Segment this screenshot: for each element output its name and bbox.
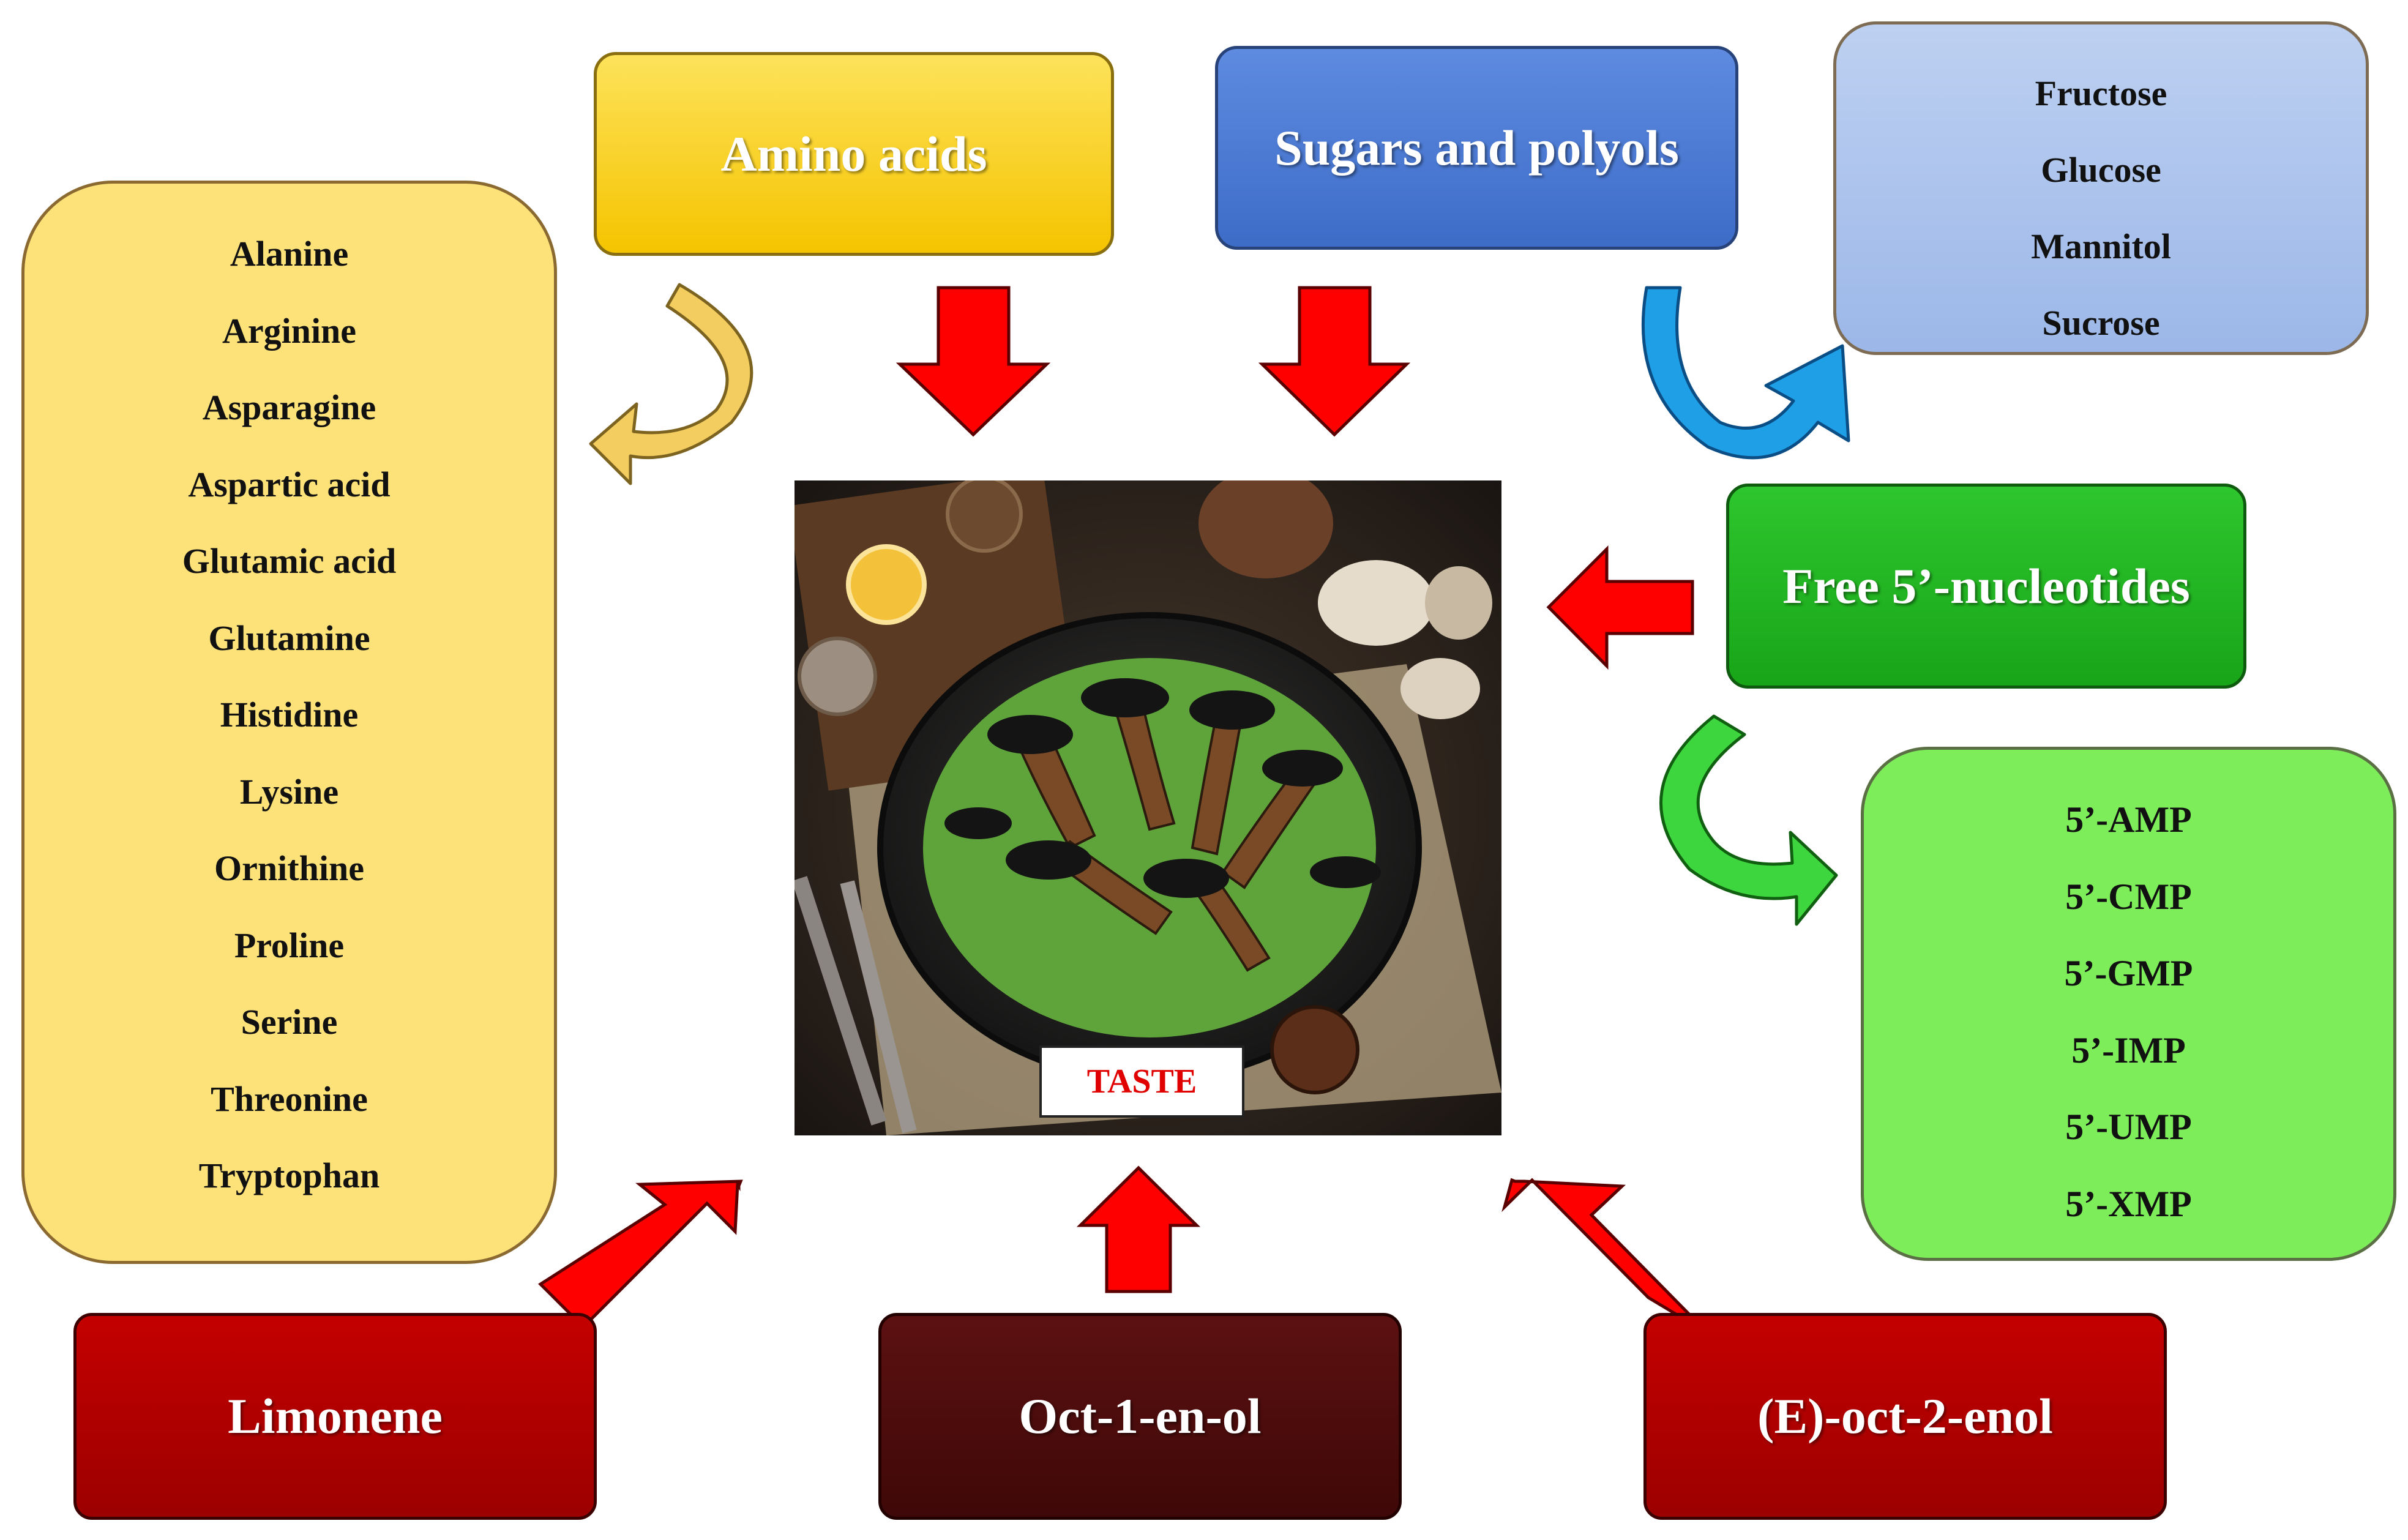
dried-mushroom-slice (1270, 1005, 1359, 1094)
curved-arrow-nucleotides-icon (1659, 714, 1838, 926)
amino-acid-item: Tryptophan (198, 1156, 380, 1195)
salt-bowl (798, 637, 877, 716)
amino-acid-item: Alanine (230, 234, 349, 274)
amino-acid-item: Ornithine (214, 848, 364, 888)
curved-arrow-sugars-icon (1641, 286, 1850, 460)
amino-acid-item: Serine (241, 1002, 338, 1042)
nucleotide-item: 5’-XMP (2065, 1183, 2192, 1224)
white-mushroom-1 (1318, 560, 1434, 646)
white-mushroom-3 (1425, 566, 1492, 640)
limonene-box: Limonene (73, 1313, 597, 1520)
nucleotide-item: 5’-UMP (2065, 1107, 2192, 1147)
sugar-item: Glucose (2041, 150, 2161, 190)
amino-acid-item: Asparagine (202, 387, 376, 427)
oct-1-en-ol-label: Oct-1-en-ol (1019, 1388, 1262, 1444)
sugars-polyols-title: Sugars and polyols (1274, 119, 1679, 176)
sugar-item: Fructose (2035, 73, 2167, 113)
oct-1-en-ol-box: Oct-1-en-ol (878, 1313, 1402, 1520)
limonene-label: Limonene (228, 1388, 443, 1444)
sugar-item: Mannitol (2031, 226, 2171, 266)
arrow-down-amino-icon (896, 286, 1051, 437)
arrow-down-sugars-icon (1258, 286, 1411, 437)
sugar-item: Sucrose (2042, 303, 2160, 343)
nucleotide-item: 5’-IMP (2071, 1030, 2186, 1071)
amino-acid-item: Arginine (222, 310, 357, 351)
sugars-polyols-header: Sugars and polyols (1215, 46, 1738, 250)
white-mushroom-2 (1400, 658, 1480, 719)
spice-bowl (946, 480, 1023, 553)
mushroom-caps (944, 678, 1381, 898)
mushroom-dish-image (795, 480, 1501, 1135)
amino-acid-item: Glutamic acid (182, 541, 397, 581)
amino-acid-item: Glutamine (208, 618, 370, 658)
fork (795, 876, 887, 1126)
clay-pot (1198, 480, 1333, 578)
e-oct-2-enol-box: (E)-oct-2-enol (1643, 1313, 2167, 1520)
amino-acid-item: Histidine (220, 695, 359, 734)
nucleotide-item: 5’-AMP (2065, 799, 2192, 840)
amino-acid-item: Threonine (211, 1078, 368, 1119)
amino-acids-header: Amino acids (594, 52, 1114, 256)
taste-label: TASTE (1039, 1045, 1244, 1118)
nucleotides-list: 5’-AMP 5’-CMP 5’-GMP 5’-IMP 5’-UMP 5’-XM… (1861, 747, 2396, 1261)
amino-acid-item: Aspartic acid (188, 464, 391, 504)
lettuce (923, 658, 1376, 1037)
e-oct-2-enol-label: (E)-oct-2-enol (1757, 1388, 2053, 1444)
arrow-diag-e-octenol-icon (1501, 1178, 1709, 1335)
amino-acids-list: Alanine Arginine Asparagine Aspartic aci… (21, 181, 557, 1264)
sugars-list: Fructose Glucose Mannitol Sucrose (1833, 21, 2369, 355)
nucleotide-item: 5’-GMP (2064, 953, 2193, 993)
amino-acids-title: Amino acids (720, 125, 987, 182)
arrow-up-octenol-icon (1076, 1165, 1201, 1293)
nucleotides-title: Free 5’-nucleotides (1782, 558, 2190, 614)
knife (840, 880, 917, 1134)
lemon-slice (846, 544, 927, 625)
arrow-left-nucleotides-icon (1546, 545, 1694, 670)
amino-acid-item: Lysine (239, 771, 339, 812)
amino-acid-item: Proline (234, 925, 345, 965)
curved-arrow-amino-icon (589, 283, 753, 485)
arrow-diag-limonene-icon (538, 1179, 743, 1329)
nucleotide-item: 5’-CMP (2065, 876, 2192, 917)
nucleotides-header: Free 5’-nucleotides (1726, 484, 2246, 689)
